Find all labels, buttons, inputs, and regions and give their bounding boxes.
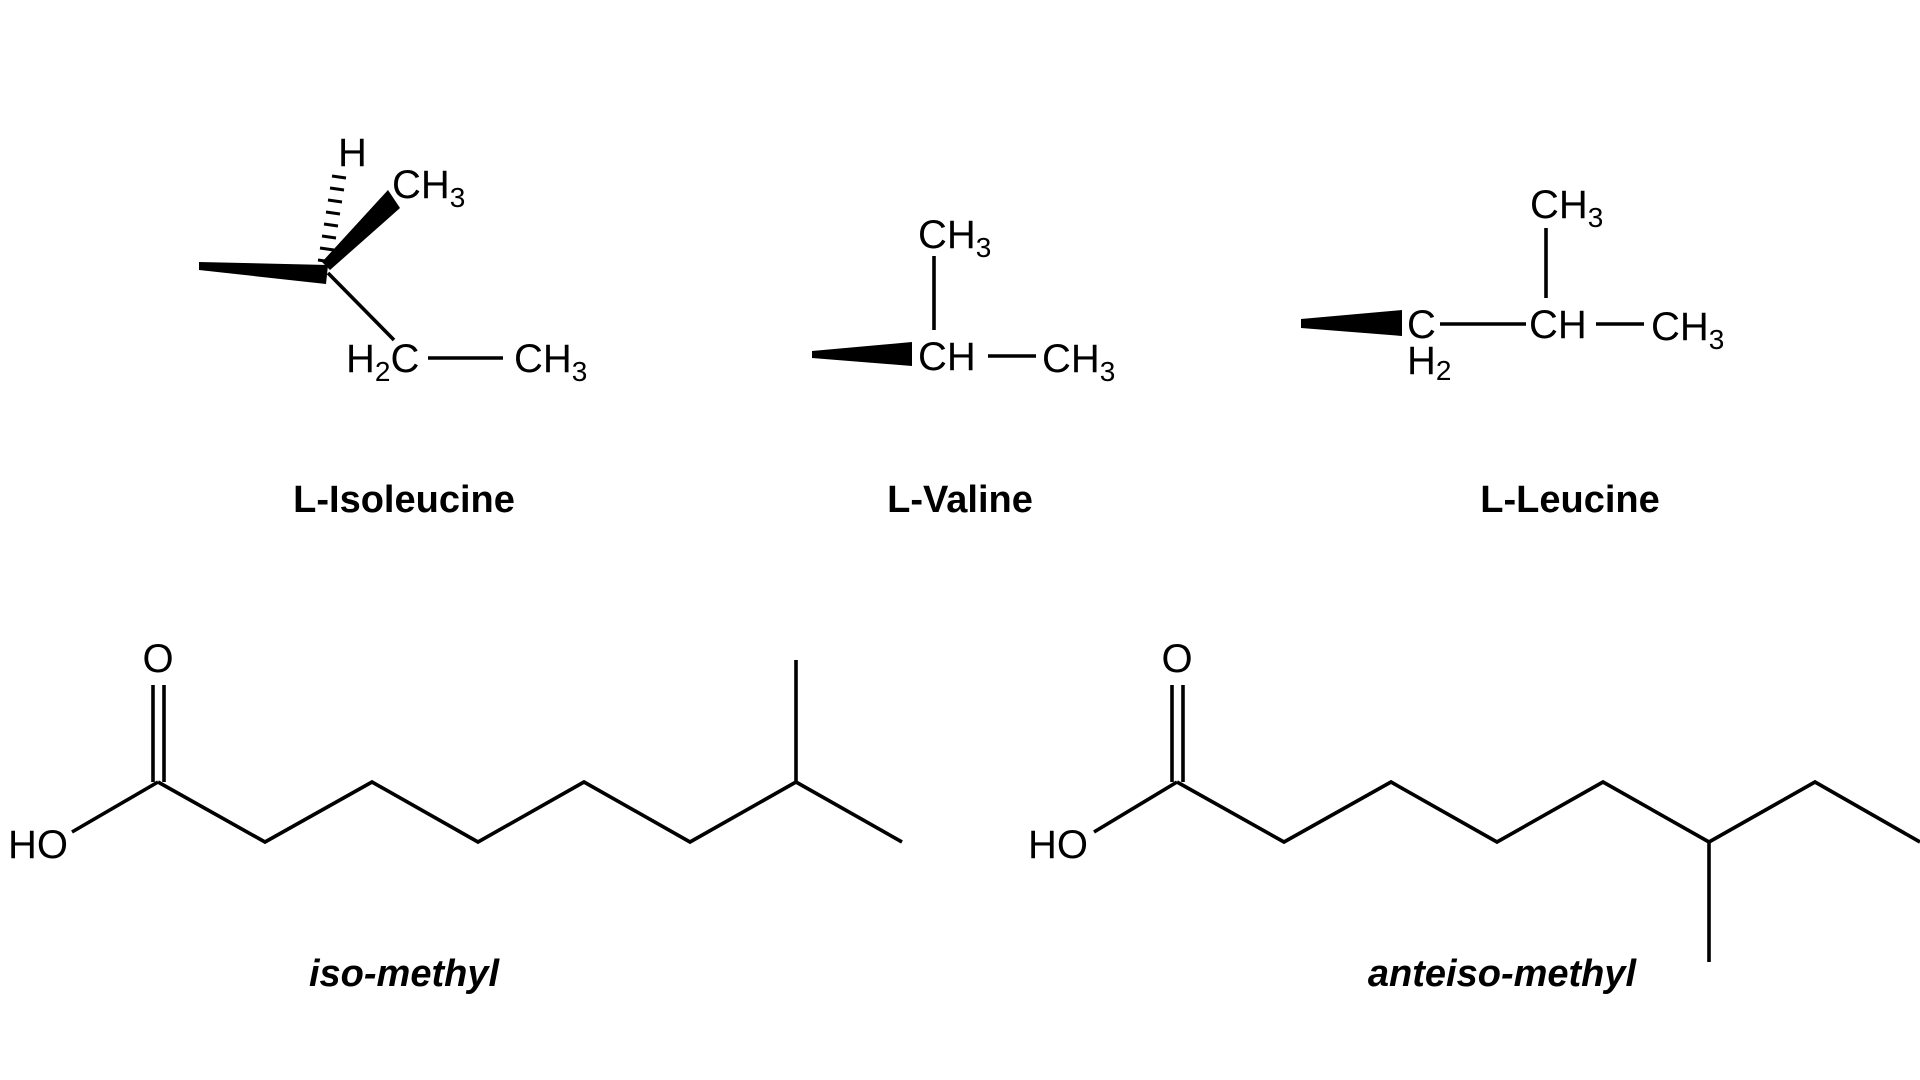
molecule-l-isoleucine: H CH3 H2C CH3 L-Isoleucine — [199, 131, 587, 521]
atom-ch3-right: CH3 — [1042, 337, 1115, 387]
atom-ch3-right: CH3 — [1651, 305, 1724, 355]
atom-ch: CH — [918, 335, 976, 379]
carbon-chain — [1176, 779, 1920, 845]
caption-l-valine: L-Valine — [887, 479, 1033, 521]
wedge-bond-attachment — [812, 342, 912, 366]
molecule-l-leucine: CH3 C H2 CH CH3 L-Leucine — [1301, 183, 1724, 521]
atom-c: C — [1407, 303, 1436, 347]
atom-h2: H2 — [1407, 339, 1451, 386]
atom-ch: CH — [1529, 303, 1587, 347]
caption-anteiso-methyl: anteiso-methyl — [1368, 953, 1638, 995]
wedge-bond-to-ch3 — [322, 190, 400, 270]
bond-carboxyl-to-oh — [1093, 780, 1178, 834]
atom-o: O — [1161, 637, 1192, 681]
atom-o: O — [142, 637, 173, 681]
atom-ch3-top: CH3 — [392, 163, 465, 213]
molecule-iso-methyl: O HO iso-methyl — [8, 637, 903, 995]
bond-center-to-h2c — [326, 271, 396, 342]
bond-carboxyl-to-oh — [71, 780, 159, 834]
atom-h2c: H2C — [346, 337, 419, 387]
carbon-chain — [157, 779, 903, 845]
atom-ch3-top: CH3 — [1530, 183, 1603, 233]
atom-ho: HO — [8, 823, 68, 867]
caption-l-leucine: L-Leucine — [1480, 479, 1659, 521]
wedge-bond-attachment — [199, 262, 328, 284]
molecule-anteiso-methyl: O HO anteiso-methyl — [1028, 637, 1920, 995]
wedge-bond-attachment — [1301, 310, 1402, 336]
atom-h: H — [338, 131, 367, 175]
hashed-bond-to-h — [317, 174, 347, 264]
caption-l-isoleucine: L-Isoleucine — [293, 479, 515, 521]
atom-ch3-top: CH3 — [918, 213, 991, 263]
atom-ch3-right: CH3 — [514, 337, 587, 387]
molecule-l-valine: CH3 CH CH3 L-Valine — [812, 213, 1115, 521]
atom-ho: HO — [1028, 823, 1088, 867]
caption-iso-methyl: iso-methyl — [309, 953, 500, 995]
